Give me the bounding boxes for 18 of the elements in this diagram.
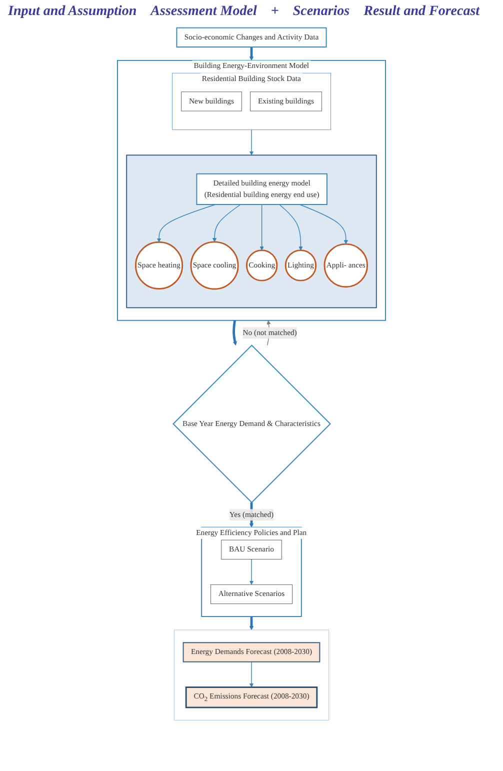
section-heading: Result and Forecast bbox=[364, 4, 480, 20]
arrow bbox=[299, 204, 348, 244]
cluster bbox=[174, 630, 330, 720]
arrow bbox=[249, 661, 254, 688]
cluster bbox=[126, 154, 377, 308]
section-heading: Input and Assumption bbox=[8, 4, 137, 20]
arrow bbox=[249, 616, 254, 630]
arrow bbox=[232, 320, 237, 346]
arrow bbox=[279, 204, 303, 251]
arrow bbox=[156, 204, 216, 242]
section-heading: + bbox=[270, 4, 279, 20]
section-heading: Assessment Model bbox=[150, 4, 257, 20]
arrow bbox=[249, 558, 254, 585]
arrow bbox=[249, 46, 254, 61]
arrow bbox=[260, 204, 264, 250]
section-heading: Scenarios bbox=[292, 4, 350, 20]
arrow bbox=[212, 204, 241, 242]
arrow bbox=[249, 129, 254, 156]
